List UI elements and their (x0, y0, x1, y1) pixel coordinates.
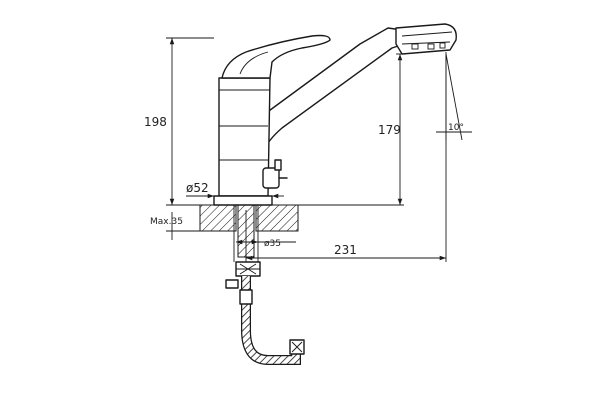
dim-diameter-hole: ø35 (264, 239, 281, 249)
dim-aerator-angle: 10° (448, 123, 464, 133)
spout (261, 23, 457, 153)
dim-diameter-base: ø52 (186, 181, 209, 195)
countertop (199, 204, 299, 232)
lever-handle (221, 34, 331, 79)
dim-height-spout: 179 (378, 123, 401, 137)
dimension-lines (166, 37, 472, 262)
dim-height-total: 198 (144, 115, 167, 129)
braided-hose (239, 276, 305, 365)
dim-max-counter: Max.35 (150, 217, 183, 227)
dim-spout-reach: 231 (334, 243, 357, 257)
faucet-body (213, 77, 288, 206)
